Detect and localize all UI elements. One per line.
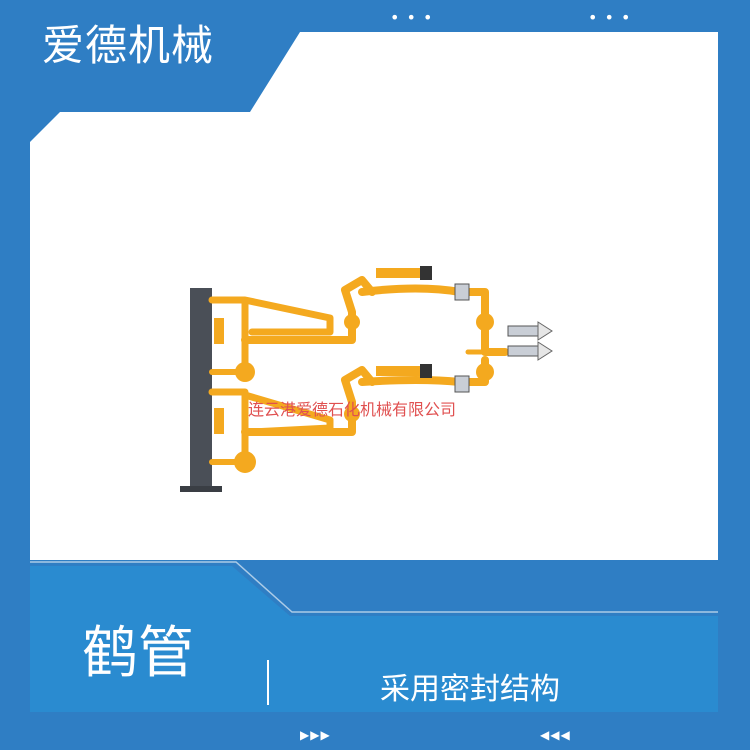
- support-column: [180, 288, 222, 492]
- decor-arrows-right: ◀◀◀: [540, 728, 571, 742]
- company-watermark: 连云港爱德石化机械有限公司: [248, 400, 457, 419]
- decor-dots-2: • • •: [588, 8, 632, 27]
- feature-text: 采用密封结构: [380, 672, 560, 707]
- decor-arrows-left: ▶▶▶: [300, 728, 331, 742]
- brand-name: 爱德机械: [42, 21, 215, 70]
- product-title: 鹤管: [82, 621, 194, 686]
- bottom-banner: [30, 566, 718, 712]
- decor-dots-1: • • •: [390, 8, 434, 27]
